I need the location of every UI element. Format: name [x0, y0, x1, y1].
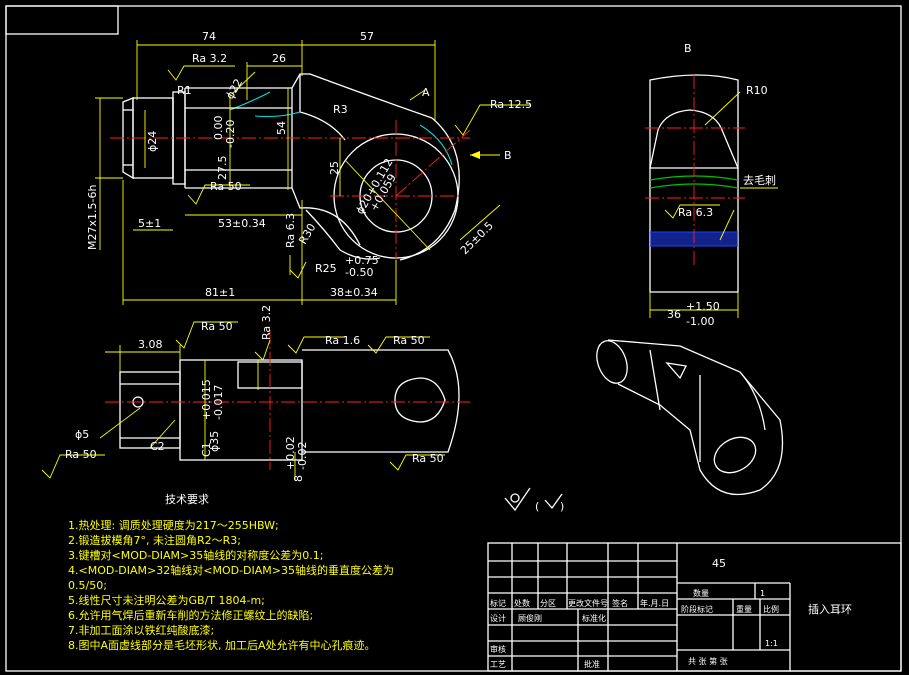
roughness-ra50-c: Ra 50 [393, 334, 425, 347]
deburr-note: 去毛刺 [743, 174, 776, 187]
section-a-label: A [422, 86, 430, 99]
tech-req-4b: 0.5/50; [68, 579, 107, 592]
drawing-frame [5, 5, 902, 672]
tech-req-7: 7.非加工面涂以铁红纯酸底漆; [68, 623, 214, 637]
roughness-ra32-v: Ra 3.2 [260, 305, 273, 340]
review-label: 审核 [490, 644, 506, 654]
dim-r10: R10 [746, 84, 768, 97]
col-zone: 分区 [540, 599, 556, 608]
isometric-view [596, 339, 784, 496]
tech-req-4: 4.<MOD-DIAM>32轴线对<MOD-DIAM>35轴线的垂直度公差为 [68, 563, 394, 577]
roughness-ra63-b: Ra 6.3 [678, 206, 713, 219]
sheet-label: 共 张 第 张 [688, 656, 728, 666]
tech-requirements: 技术要求 1.热处理: 调质处理硬度为217～255HBW; 2.锻造拔模角7°… [68, 493, 394, 652]
dim-308: 3.08 [138, 338, 163, 351]
tech-req-3: 3.键槽对<MOD-DIAM>35轴线的对称度公差为0.1; [68, 548, 323, 562]
front-view [110, 73, 471, 275]
tol-020: -0.20 [224, 120, 237, 148]
roughness-ra16: Ra 1.6 [325, 334, 360, 347]
dim-r30: R30 [296, 221, 318, 246]
roughness-ra50-e: Ra 50 [412, 452, 444, 465]
frame-corner [5, 5, 119, 35]
dim-phi5: ϕ5 [75, 428, 89, 441]
dim-26: 26 [272, 52, 286, 65]
top-view: 3.08 Ra 50 Ra 3.2 Ra 1.6 Ra 50 ϕ35 +0.01… [41, 305, 470, 482]
dim-phi35-dn: -0.017 [212, 385, 225, 420]
part-name: 插入耳环 [808, 602, 852, 616]
col-date: 年.月.日 [640, 598, 669, 608]
dim-r25-up: +0.75 [345, 254, 379, 267]
dim-8-up: +0.02 [284, 436, 297, 470]
dim-thread: M27x1.5-6h [86, 185, 99, 250]
roughness-ra50: Ra 50 [210, 180, 242, 193]
scale-value: 1:1 [765, 639, 778, 648]
roughness-ra125: Ra 12.5 [490, 98, 532, 111]
process-label: 工艺 [490, 660, 506, 669]
general-roughness-symbol: ( ) [504, 487, 564, 513]
col-count: 处数 [514, 598, 530, 608]
approve-label: 批准 [584, 659, 600, 669]
dim-phi35-up: +0.015 [200, 379, 213, 420]
dim-25: 25 [328, 161, 341, 175]
standard-label: 标准化 [582, 613, 606, 623]
scale-label: 比例 [763, 604, 779, 614]
dim-74: 74 [202, 30, 216, 43]
dim-36: 36 [667, 308, 681, 321]
roughness-ra50-b: Ra 50 [201, 320, 233, 333]
dim-phi22: ϕ22 [223, 77, 245, 102]
material: 45 [712, 557, 726, 570]
dim-8-dn: -0.02 [296, 442, 309, 470]
quantity-value: 1 [760, 589, 765, 598]
dim-54: 54 [275, 121, 288, 135]
title-block: 标记 处数 分区 更改文件号 签名 年.月.日 设计 顾俊刚 标准化 审核 工艺… [487, 542, 902, 672]
stage-label: 阶段标记 [681, 604, 713, 614]
dim-c2: C2 [150, 440, 165, 453]
arrow-b-label: B [504, 149, 512, 162]
dim-53: 53±0.34 [218, 217, 266, 230]
svg-text:(: ( [535, 500, 539, 513]
quantity-label: 数量 [693, 588, 709, 598]
dim-r1: R1 [177, 84, 192, 97]
dim-81: 81±1 [205, 286, 235, 299]
dim-phi35: ϕ35 [208, 431, 221, 452]
dim-5: 5±1 [138, 217, 161, 230]
design-name: 顾俊刚 [518, 613, 542, 623]
dim-57: 57 [360, 30, 374, 43]
dim-phi24: ϕ24 [146, 131, 159, 152]
dim-36-up: +1.50 [686, 300, 720, 313]
front-view-text: 74 57 26 Ra 3.2 ϕ22 R1 ϕ24 0.00 -0.20 27… [86, 30, 532, 299]
tech-req-8: 8.图中A面虚线部分是毛坯形状, 加工后A处允许有中心孔痕迹。 [68, 638, 376, 652]
dim-c1: C1 [200, 442, 213, 457]
tech-req-title: 技术要求 [165, 493, 209, 506]
dim-38: 38±0.34 [330, 286, 378, 299]
roughness-ra50-d: Ra 50 [65, 448, 97, 461]
col-sign: 签名 [612, 598, 628, 608]
dim-r25-dn: -0.50 [345, 266, 373, 279]
view-b-label: B [684, 42, 692, 55]
front-view-dimensions [95, 40, 530, 305]
svg-text:): ) [560, 500, 564, 513]
design-label: 设计 [490, 613, 506, 623]
view-b: B R10 去毛刺 Ra 6.3 36 +1.50 -1.00 [645, 42, 778, 328]
tol-000: 0.00 [212, 116, 225, 141]
dim-275: 27.5 [216, 156, 229, 181]
roughness-ra32: Ra 3.2 [192, 52, 227, 65]
weight-label: 重量 [736, 604, 752, 614]
dim-r3: R3 [333, 103, 348, 116]
dim-8: 8 [292, 475, 305, 482]
dim-36-dn: -1.00 [686, 315, 714, 328]
roughness-ra63: Ra 6.3 [284, 213, 297, 248]
col-mark: 标记 [490, 598, 506, 608]
tech-req-6: 6.允许用气焊后重新车削的方法修正螺纹上的缺陷; [68, 608, 313, 622]
col-change-doc: 更改文件号 [568, 598, 608, 608]
dim-r25: R25 [315, 262, 337, 275]
tech-req-1: 1.热处理: 调质处理硬度为217～255HBW; [68, 518, 279, 532]
tech-req-2: 2.锻造拔模角7°, 未注圆角R2～R3; [68, 533, 241, 547]
tech-req-5: 5.线性尺寸未注明公差为GB/T 1804-m; [68, 593, 265, 607]
